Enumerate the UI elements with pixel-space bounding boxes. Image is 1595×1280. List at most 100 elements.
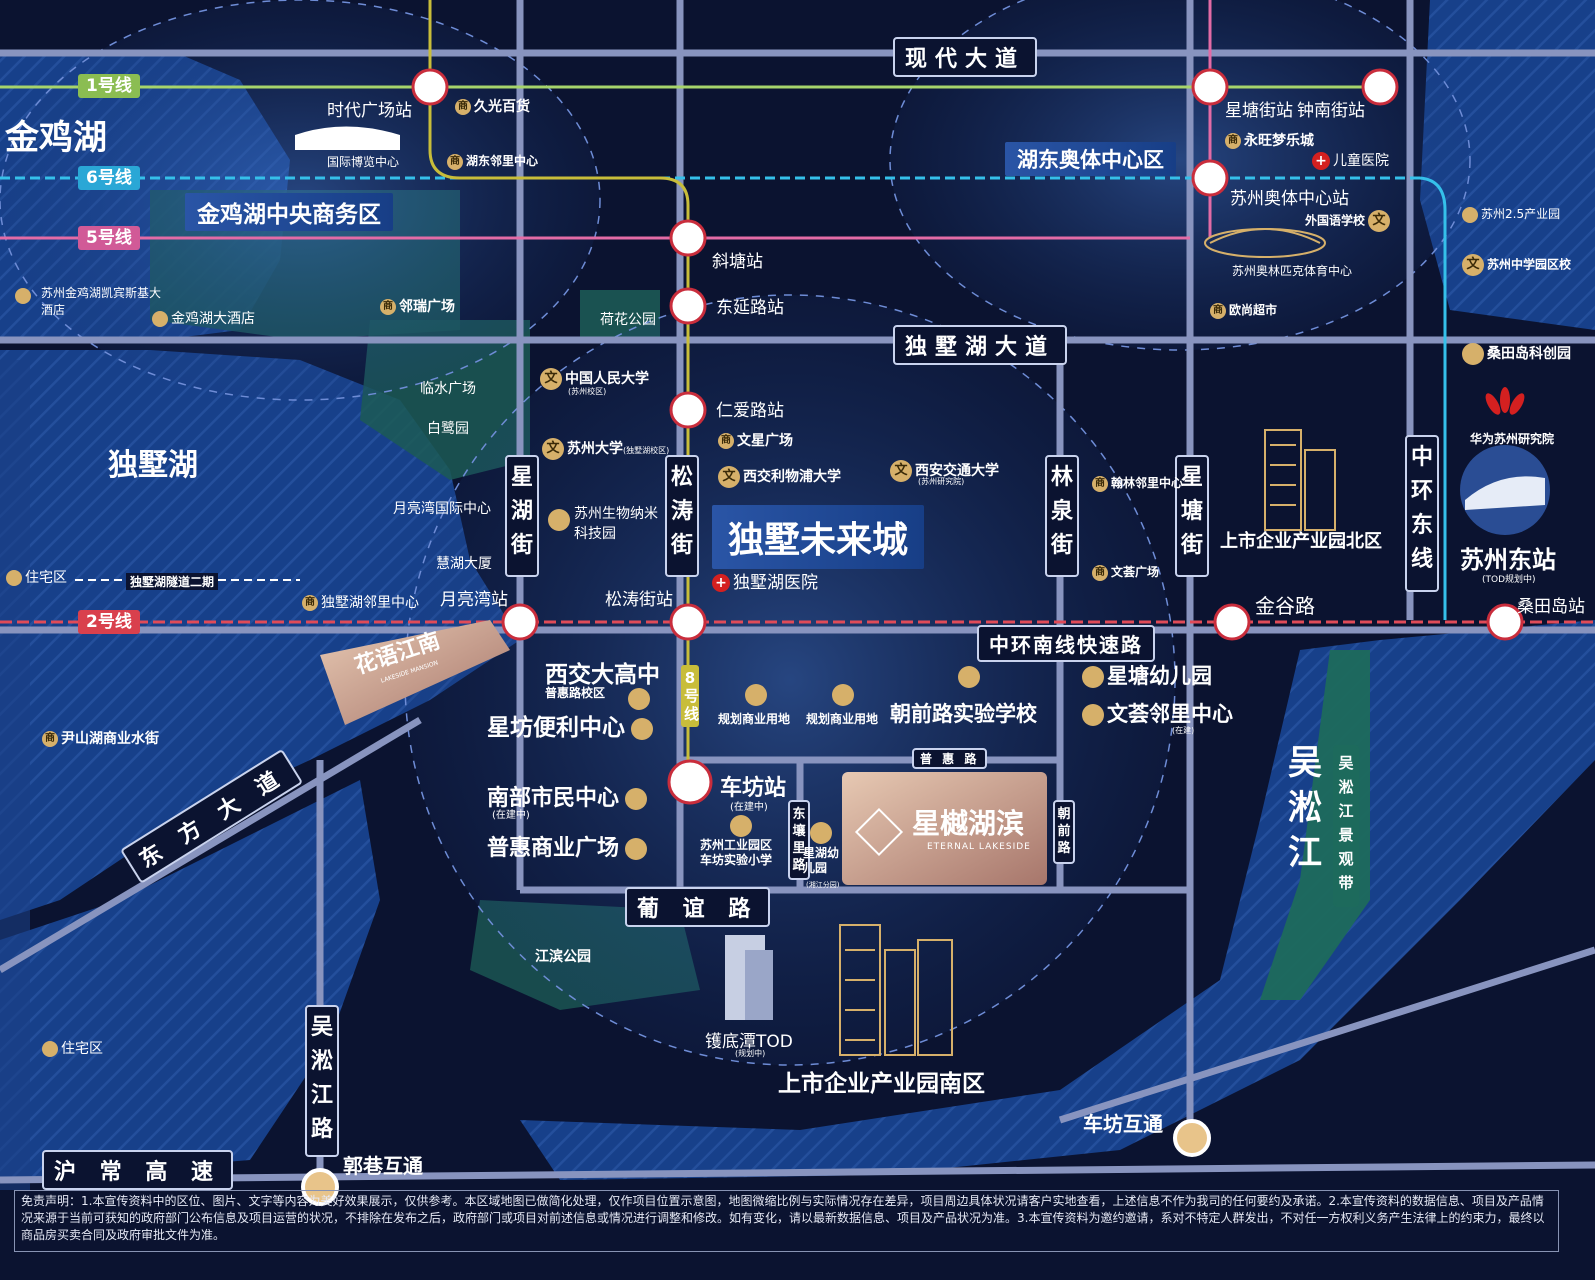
shop-icon: 商 [455,99,471,115]
poi-huawei: 华为苏州研究院 [1470,432,1555,446]
road-xingtang: 星塘街 [1175,455,1209,577]
tower-south [839,924,953,1056]
poi-ouzhang: 商欧尚超市 [1210,301,1277,319]
poi-xingtang-kg: 星塘幼儿园 [1082,660,1212,690]
poi-foreign-school: 外国语学校文 [1305,210,1393,232]
poi-linshui: 临水广场 [420,381,476,397]
road-huhang: 沪 常 高 速 [42,1150,233,1190]
station-yueliangwan: 月亮湾站 [440,590,508,610]
shopping-bag-icon [625,838,648,860]
poi-hehua: 荷花公园 [600,312,656,328]
project-xingyue-en: ETERNAL LAKESIDE [927,842,1031,852]
poi-renmin: 文中国人民大学(苏州校区) [540,368,649,397]
poi-residence-south: 住宅区 [42,1038,103,1058]
poi-xijiao-high-sub: 普惠路校区 [545,686,606,700]
metro-tag-8: 8号线 [681,665,699,727]
road-zhonghuan: 中环南线快速路 [977,625,1155,662]
wusong-river-label-1: 吴 [1288,743,1322,783]
shop-icon: 商 [42,731,58,747]
school-icon [1082,666,1104,688]
school-icon [810,822,832,844]
education-icon: 文 [542,438,564,460]
left-strip [0,360,30,1190]
road-songtao: 松涛街 [665,455,699,577]
shop-icon: 商 [1092,564,1108,581]
road-xinghu: 星湖街 [505,455,539,577]
huawei-logo [1485,387,1525,415]
metro-tag-2: 2号线 [78,610,140,634]
hotel-icon [152,311,168,327]
metro-tag-6: 6号线 [78,166,140,190]
poi-xinghu-kg-note: (湘江分园) [806,881,840,889]
station-sangtiandao: 桑田岛站 [1517,597,1585,617]
school-icon [958,666,980,688]
school-icon [628,688,650,710]
wusong-river-label-2: 淞 [1288,788,1322,828]
stadium [1204,228,1326,258]
education-icon: 文 [890,460,912,482]
poi-dushu-linli: 商独墅湖邻里中心 [302,592,419,612]
building-icon [1462,343,1484,365]
jinji-lake-label: 金鸡湖 [5,118,107,158]
xingyue-project-box [842,772,1047,885]
project-xingyue-name: 星樾湖滨 [912,807,1025,840]
poi-wenhui: 商文荟广场 [1092,563,1159,581]
poi-guoxiang: 郭巷互通 [343,1154,423,1178]
road-jingu: 金谷路 [1255,594,1315,618]
poi-xjtu: 文西安交通大学(苏州研究院) [890,460,999,486]
poi-bionano: 苏州生物纳米科技园 [548,503,669,543]
poi-huihu: 慧湖大厦 [436,556,492,572]
education-icon: 文 [1368,210,1391,232]
poi-suda: 文苏州大学(独墅湖校区) [542,438,669,460]
poi-south-civic: 南部市民中心 [487,780,650,812]
station-shidai: 时代广场站 [327,101,412,121]
poi-xjtlu: 文西交利物浦大学 [718,466,841,488]
metro-line-8 [428,0,690,780]
poi-hanlin: 商翰林邻里中心 [1092,474,1183,492]
dushu-lake-label: 独墅湖 [108,448,198,483]
education-icon: 文 [1462,254,1484,276]
poi-jiuguang: 商久光百货 [455,96,530,116]
building-icon [625,788,648,810]
school-icon [730,815,752,837]
poi-middle-school: 文苏州中学园区校 [1462,254,1571,276]
wusong-river-label-3: 江 [1288,833,1322,873]
poi-yueliangwan-intl: 月亮湾国际中心 [393,501,491,517]
road-putao: 葡 谊 路 [625,887,771,927]
station-renai: 仁爱路站 [716,401,784,421]
poi-hospital: +独墅湖医院 [712,568,818,593]
poi-children-hosp: +儿童医院 [1312,150,1389,170]
poi-tod-note: (规划中) [735,1049,766,1058]
station-xietang: 斜塘站 [712,252,763,272]
road-linquan: 林泉街 [1045,455,1079,577]
hotel-icon [15,288,31,304]
poi-hudong-linli: 商湖东邻里中心 [447,152,538,170]
poi-plan1: 规划商业用地 [718,712,791,726]
station-chefang: 车坊站 [720,776,787,801]
station-xingtang: 星塘街站 [1225,101,1293,121]
poi-chaoqian-school: 朝前路实验学校 [890,702,1037,726]
building-icon [1462,206,1478,223]
river-west [0,780,380,1180]
interchange-guoxiang [301,1168,339,1206]
poi-olympic: 苏州奥林匹克体育中心 [1232,264,1353,278]
poi-chefang-school: 苏州工业园区车坊实验小学 [700,838,773,867]
poi-listed-north: 上市企业产业园北区 [1220,531,1382,552]
building-icon [548,509,570,531]
poi-puhui-plaza: 普惠商业广场 [487,830,650,862]
dushu-lake [0,350,520,920]
expo-building [295,126,400,150]
poi-plan2: 规划商业用地 [806,712,879,726]
shopping-bag-icon [832,684,854,706]
residence-icon [6,570,22,586]
education-icon: 文 [540,368,562,390]
road-zhonghuandong: 中环东线 [1405,435,1439,592]
green-belt [1260,650,1370,1000]
building-icon [1082,704,1104,726]
shop-icon: 商 [380,299,396,315]
education-icon: 文 [718,466,740,488]
metro-line-6-tail [1419,176,1447,620]
top-right-water [1420,0,1595,330]
hospital-icon: + [1312,152,1330,170]
train-icon [1460,445,1550,535]
